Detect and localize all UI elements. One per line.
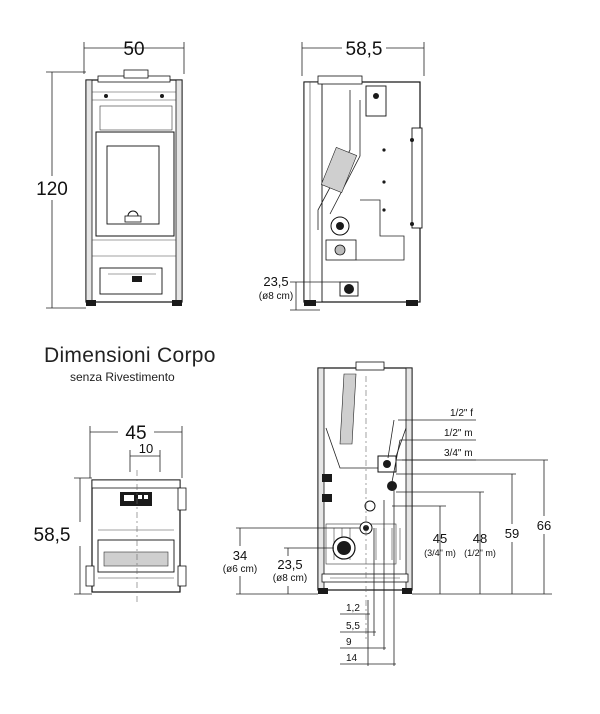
side-view: 58,5 23,5 — [259, 38, 425, 311]
rear-h59-label: 59 — [505, 526, 519, 541]
side-flue-diameter-label: (ø8 cm) — [259, 291, 293, 302]
rear-h45-note: (3/4" m) — [424, 548, 456, 558]
title-main: Dimensioni Corpo — [44, 344, 216, 367]
top-offset-label: 10 — [139, 441, 153, 456]
top-view: 45 10 58,5 — [34, 420, 187, 604]
front-view: 50 120 — [30, 39, 185, 309]
top-width-label: 45 — [125, 423, 146, 444]
rear-x3-label: 9 — [346, 637, 352, 648]
rear-h45-label: 45 — [433, 531, 447, 546]
rear-three-quarter-label: 3/4" m — [444, 448, 473, 459]
front-height-label: 120 — [36, 179, 68, 200]
rear-h48-label: 48 — [473, 531, 487, 546]
rear-air-diameter-label: (ø6 cm) — [223, 564, 257, 575]
rear-h66-label: 66 — [537, 518, 551, 533]
rear-h48-note: (1/2" m) — [464, 548, 496, 558]
drawing-title: Dimensioni Corpo senza Rivestimento — [44, 344, 216, 384]
top-depth-label: 58,5 — [34, 525, 71, 546]
rear-view: 1/2" f 1/2" m 3/4" m 45 (3/4" m) 48 (1/2… — [222, 361, 558, 666]
rear-x1-label: 1,2 — [346, 603, 360, 614]
front-width-label: 50 — [123, 39, 144, 60]
rear-flue-height-label: 23,5 — [277, 557, 302, 572]
rear-flue-diameter-label: (ø8 cm) — [273, 573, 307, 584]
rear-x4-label: 14 — [346, 653, 358, 664]
rear-half-m-label: 1/2" m — [444, 428, 473, 439]
rear-air-height-label: 34 — [233, 548, 247, 563]
rear-half-f-label: 1/2" f — [450, 408, 473, 419]
rear-x2-label: 5,5 — [346, 621, 360, 632]
title-sub: senza Rivestimento — [70, 370, 175, 384]
side-flue-height-label: 23,5 — [263, 274, 288, 289]
side-depth-label: 58,5 — [346, 39, 383, 60]
